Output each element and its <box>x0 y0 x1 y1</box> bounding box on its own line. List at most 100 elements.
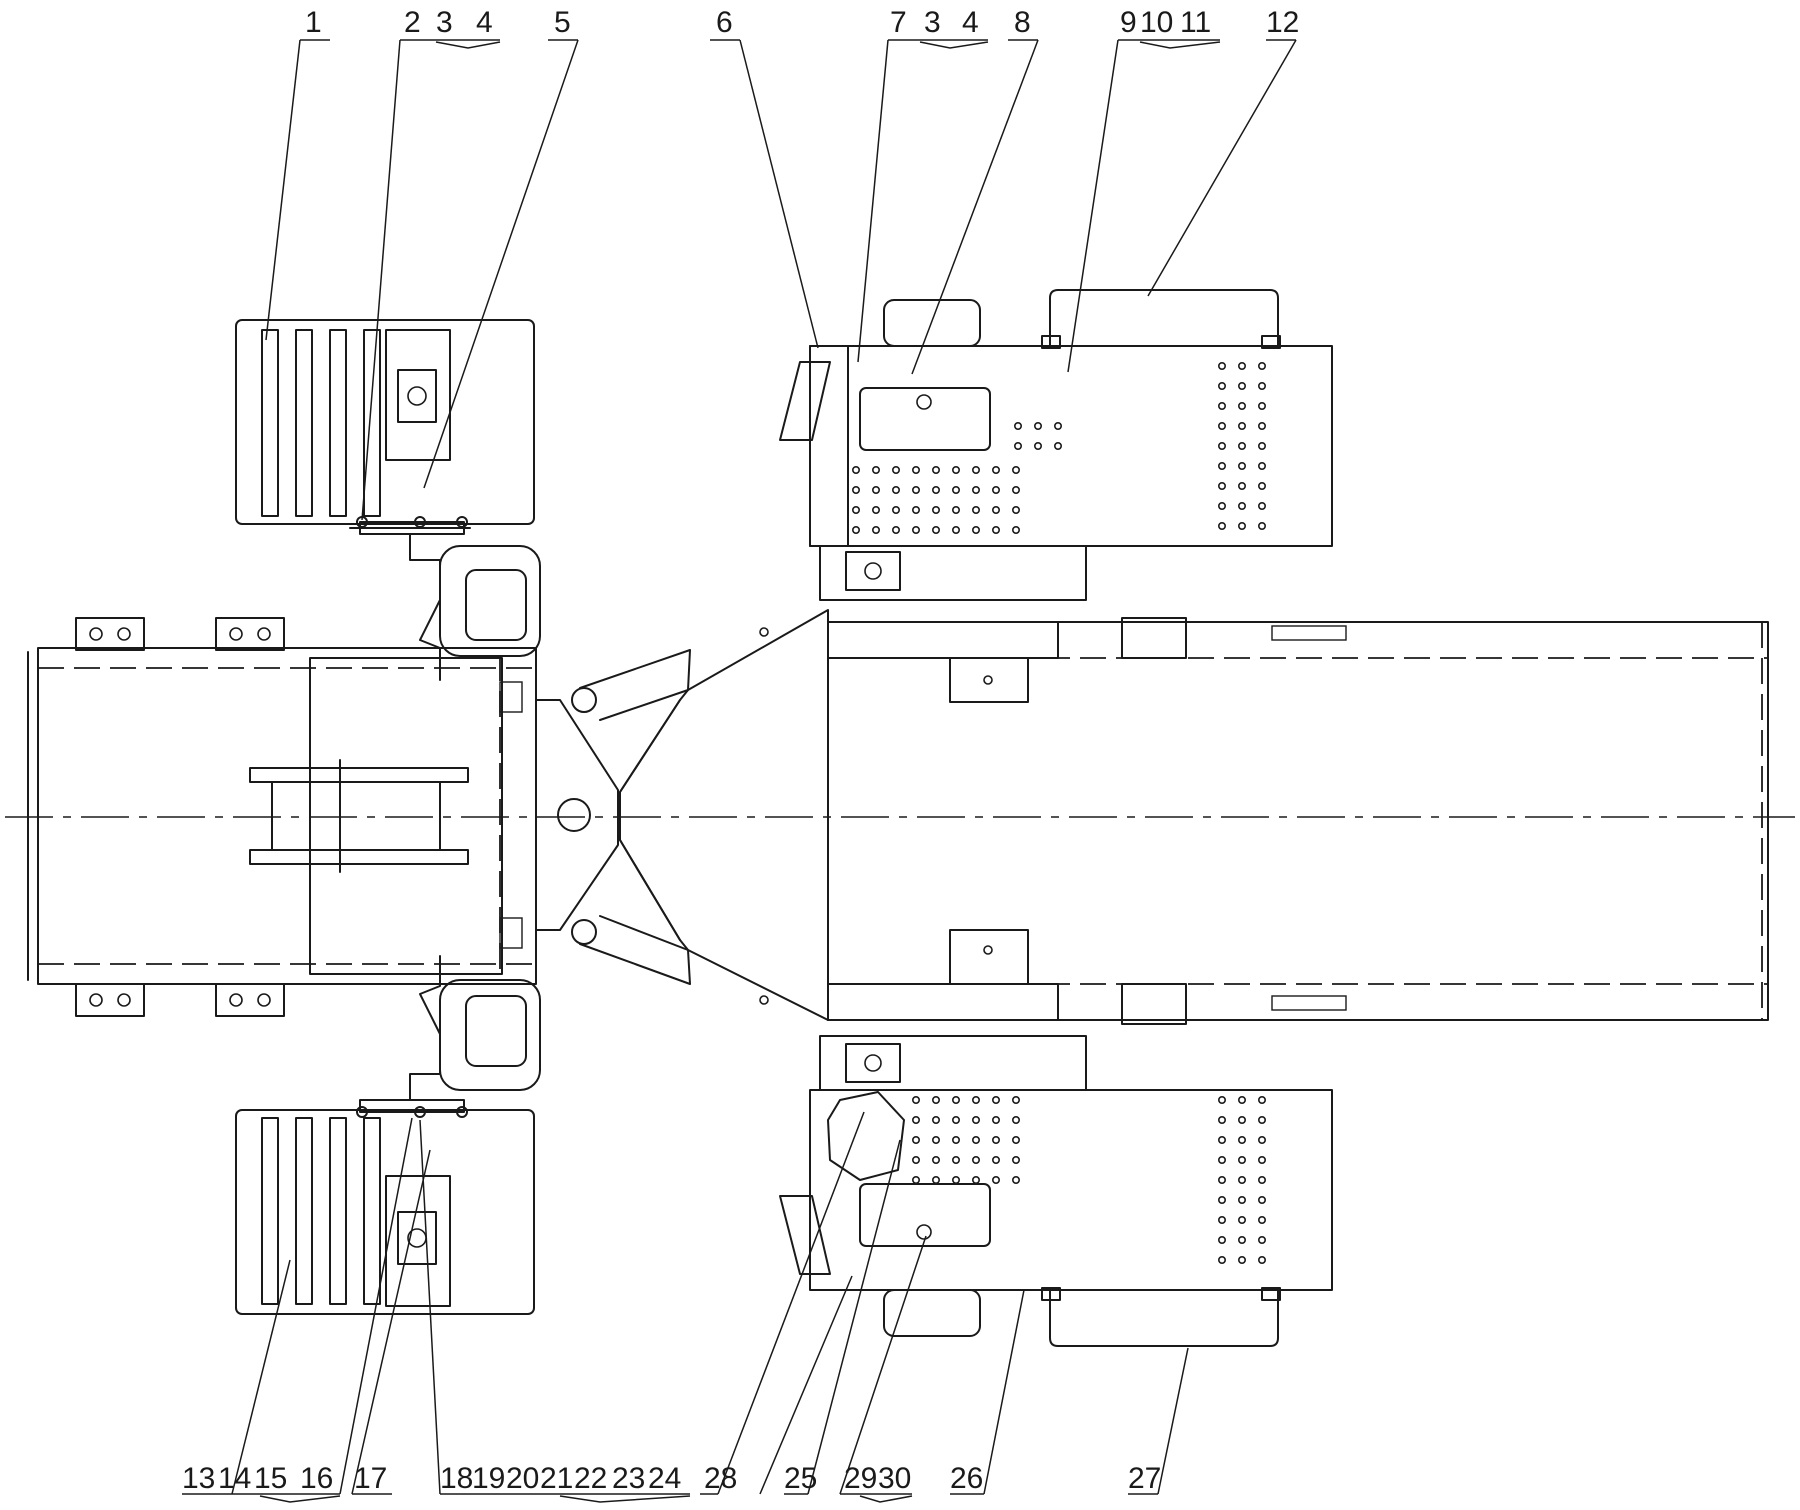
vent-hole <box>911 465 920 474</box>
vent-hole <box>1011 1096 1020 1105</box>
vent-hole <box>931 1116 940 1125</box>
vent-hole <box>911 485 920 494</box>
vent-hole <box>991 1096 1000 1105</box>
vent-hole <box>911 1096 920 1105</box>
vent-hole <box>891 505 900 514</box>
vent-hole <box>971 525 980 534</box>
label-22: 22 <box>574 1462 607 1495</box>
label-12: 12 <box>1266 6 1299 39</box>
top-part-labels: 1 2 3 4 5 6 7 3 4 8 9 10 11 12 <box>305 6 1299 39</box>
vent-hole <box>1218 1196 1227 1205</box>
vent-hole <box>971 1156 980 1165</box>
tank-lower-right <box>779 1035 1333 1347</box>
vent-hole <box>1238 1176 1247 1185</box>
vent-hole <box>1238 401 1247 410</box>
vent-hole <box>1258 381 1267 390</box>
vent-hole <box>871 505 880 514</box>
vent-hole <box>951 1176 960 1185</box>
vent-hole <box>1011 1136 1020 1145</box>
vent-hole <box>1013 441 1022 450</box>
vent-hole <box>1011 485 1020 494</box>
vent-hole <box>991 485 1000 494</box>
vent-hole <box>1258 421 1267 430</box>
vent-hole <box>1218 361 1227 370</box>
battery-box-lower-left <box>235 955 541 1315</box>
vent-hole <box>971 1096 980 1105</box>
label-26: 26 <box>950 1462 983 1495</box>
vent-hole <box>911 525 920 534</box>
label-23: 23 <box>612 1462 645 1495</box>
vent-hole <box>1218 421 1227 430</box>
vent-hole <box>851 505 860 514</box>
label-8: 8 <box>1014 6 1031 39</box>
vent-hole <box>1238 501 1247 510</box>
vent-hole <box>931 465 940 474</box>
vent-hole <box>951 1156 960 1165</box>
label-4b: 4 <box>962 6 979 39</box>
label-3b: 3 <box>924 6 941 39</box>
vent-hole <box>971 1136 980 1145</box>
vent-hole <box>951 465 960 474</box>
label-11: 11 <box>1180 6 1211 39</box>
vent-hole <box>1238 1196 1247 1205</box>
vent-hole <box>951 525 960 534</box>
vent-hole <box>1258 1096 1267 1105</box>
vent-hole <box>871 485 880 494</box>
leader-lines-bottom <box>182 1111 1189 1503</box>
vent-hole <box>931 1156 940 1165</box>
vent-hole <box>1258 1256 1267 1265</box>
vent-hole <box>911 1176 920 1185</box>
vent-hole <box>971 505 980 514</box>
vent-hole <box>1011 505 1020 514</box>
vent-hole <box>1258 1116 1267 1125</box>
vent-hole <box>1218 1176 1227 1185</box>
vent-hole <box>1218 381 1227 390</box>
label-10: 10 <box>1140 6 1173 39</box>
vent-hole <box>1011 1176 1020 1185</box>
vent-hole <box>931 1176 940 1185</box>
vent-hole <box>1238 1216 1247 1225</box>
vent-hole <box>1258 1196 1267 1205</box>
vent-hole <box>1034 421 1043 430</box>
vent-hole <box>951 1116 960 1125</box>
vent-hole <box>891 485 900 494</box>
vent-hole <box>1011 1156 1020 1165</box>
label-4: 4 <box>476 6 493 39</box>
label-3: 3 <box>436 6 453 39</box>
vent-hole <box>1054 421 1063 430</box>
vent-hole <box>1258 1156 1267 1165</box>
vent-hole <box>1011 465 1020 474</box>
tank-lower-vent-holes <box>911 1096 1267 1265</box>
vent-hole <box>991 505 1000 514</box>
vent-hole <box>911 1156 920 1165</box>
articulation-frame <box>535 609 829 1021</box>
vent-hole <box>851 465 860 474</box>
vent-hole <box>1258 1136 1267 1145</box>
vent-hole <box>991 1116 1000 1125</box>
vent-hole <box>951 485 960 494</box>
vent-hole <box>1218 1156 1227 1165</box>
vent-hole <box>991 525 1000 534</box>
vent-hole <box>1238 1116 1247 1125</box>
label-1: 1 <box>305 6 322 39</box>
vent-hole <box>931 525 940 534</box>
label-19: 19 <box>472 1462 505 1495</box>
vent-hole <box>971 485 980 494</box>
vent-hole <box>1238 1096 1247 1105</box>
vent-hole <box>971 465 980 474</box>
label-9: 9 <box>1120 6 1137 39</box>
vent-hole <box>1238 441 1247 450</box>
leader-lines-top <box>265 39 1297 521</box>
vent-hole <box>1258 501 1267 510</box>
vent-hole <box>1218 1236 1227 1245</box>
vent-hole <box>1011 1116 1020 1125</box>
label-6: 6 <box>716 6 733 39</box>
battery-box-upper-left <box>235 319 541 681</box>
vent-hole <box>991 1176 1000 1185</box>
label-20: 20 <box>506 1462 539 1495</box>
vent-hole <box>1034 441 1043 450</box>
label-14: 14 <box>218 1462 251 1495</box>
vent-hole <box>1258 481 1267 490</box>
vent-hole <box>1218 1256 1227 1265</box>
